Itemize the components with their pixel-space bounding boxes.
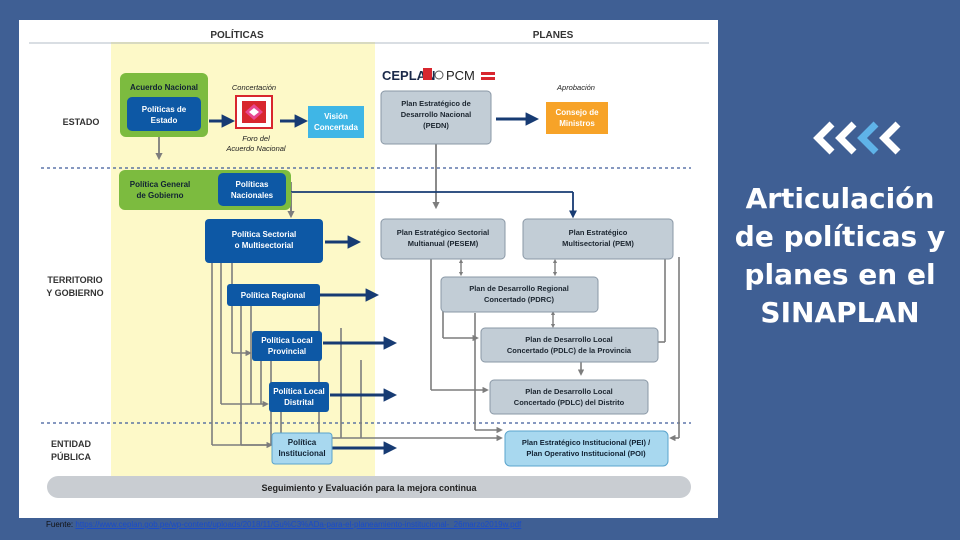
row-territorio: TERRITORIO <box>47 275 102 285</box>
foro-label: Foro del <box>242 134 270 143</box>
svg-text:PCM: PCM <box>446 68 475 83</box>
poi-label: Plan Operativo Institucional (POI) <box>526 449 646 458</box>
title-line: planes en el <box>744 258 936 291</box>
politica-institucional-label-2: Institucional <box>278 449 325 458</box>
column-politicas: POLÍTICAS <box>210 28 264 41</box>
politica-general-label-2: de Gobierno <box>136 191 183 200</box>
vision-concertada-box <box>308 106 364 138</box>
aprobacion-label: Aprobación <box>556 83 595 92</box>
pem-box <box>522 218 674 260</box>
politicas-estado-label-2: Estado <box>151 116 178 125</box>
politica-local-distrital-label-2: Distrital <box>284 398 314 407</box>
pdlc-distrito-label: Plan de Desarrollo Local <box>525 387 613 396</box>
vision-label-2: Concertada <box>314 123 359 132</box>
politicas-nacionales-label: Políticas <box>236 180 269 189</box>
pedn-box <box>380 90 492 145</box>
consejo-label-2: Ministros <box>559 119 595 128</box>
source-note: Fuente: https://www.ceplan.gob.pe/wp-con… <box>46 520 521 529</box>
politicas-estado-label: Políticas de <box>142 105 187 114</box>
pdlc-distrito-box <box>489 379 649 415</box>
source-link[interactable]: https://www.ceplan.gob.pe/wp-content/upl… <box>75 520 522 529</box>
politicas-nacionales-label-2: Nacionales <box>231 191 274 200</box>
row-publica: PÚBLICA <box>51 451 91 462</box>
pdlc-provincia-label-2: Concertado (PDLC) de la Provincia <box>507 346 632 355</box>
foro-label-2: Acuerdo Nacional <box>225 144 286 153</box>
row-entidad: ENTIDAD <box>51 439 91 449</box>
politica-sectorial-box <box>205 219 323 263</box>
back-chevrons-icon[interactable] <box>810 118 922 158</box>
sinaplan-diagram: POLÍTICAS PLANES ESTADO TERRITORIO Y GOB… <box>19 20 718 518</box>
consejo-ministros-box <box>546 102 608 134</box>
vision-label: Visión <box>324 112 348 121</box>
politica-local-distrital-box <box>269 382 329 412</box>
diagram-panel: POLÍTICAS PLANES ESTADO TERRITORIO Y GOB… <box>19 20 718 518</box>
politica-institucional-label: Política <box>288 438 317 447</box>
pem-label-2: Multisectorial (PEM) <box>562 239 634 248</box>
politica-local-provincial-box <box>252 331 322 361</box>
svg-text:CEPLAN: CEPLAN <box>382 68 435 83</box>
column-planes: PLANES <box>533 30 574 41</box>
pdlc-provincia-label: Plan de Desarrollo Local <box>525 335 613 344</box>
pei-poi-box <box>504 430 669 467</box>
source-label: Fuente: <box>46 520 74 529</box>
politica-local-distrital-label: Política Local <box>273 387 325 396</box>
pedn-label-3: (PEDN) <box>423 121 449 130</box>
pdlc-distrito-label-2: Concertado (PDLC) del Distrito <box>514 398 625 407</box>
pesem-label-2: Multianual (PESEM) <box>408 239 479 248</box>
politica-general-label: Política General <box>130 180 190 189</box>
title-line: Articulación <box>745 182 935 215</box>
politica-regional-label: Política Regional <box>241 291 305 300</box>
foro-logo-icon <box>235 95 273 129</box>
pei-label: Plan Estratégico Institucional (PEI) / <box>522 438 651 447</box>
politicas-nacionales-box <box>218 173 286 206</box>
concertacion-label: Concertación <box>232 83 276 92</box>
politica-local-provincial-label: Política Local <box>261 336 313 345</box>
pdrc-label-2: Concertado (PDRC) <box>484 295 555 304</box>
politica-institucional-box <box>271 432 333 465</box>
politica-sectorial-label-2: o Multisectorial <box>235 241 294 250</box>
pem-label: Plan Estratégico <box>569 228 628 237</box>
seguimiento-label: Seguimiento y Evaluación para la mejora … <box>261 483 477 493</box>
politica-sectorial-label: Política Sectorial <box>232 230 296 239</box>
row-gobierno: Y GOBIERNO <box>46 288 103 298</box>
row-estado: ESTADO <box>63 117 100 127</box>
politica-regional-box <box>227 284 320 306</box>
pedn-label: Plan Estratégico de <box>401 99 471 108</box>
slide-title: Articulación de políticas y planes en el… <box>724 180 956 332</box>
title-line: de políticas y <box>734 220 946 253</box>
pedn-label-2: Desarrollo Nacional <box>401 110 471 119</box>
politica-local-provincial-label-2: Provincial <box>268 347 306 356</box>
pdrc-box <box>440 276 599 313</box>
pdlc-provincia-box <box>480 327 659 363</box>
ceplan-logo: CEPLAN <box>382 68 435 83</box>
acuerdo-nacional-label: Acuerdo Nacional <box>130 83 198 92</box>
seguimiento-bar <box>47 476 691 498</box>
title-line: SINAPLAN <box>760 296 920 329</box>
pdrc-label: Plan de Desarrollo Regional <box>469 284 569 293</box>
pesem-box <box>380 218 506 260</box>
pesem-label: Plan Estratégico Sectorial <box>397 228 490 237</box>
pcm-logo: PCM <box>434 68 495 83</box>
consejo-label: Consejo de <box>555 108 599 117</box>
